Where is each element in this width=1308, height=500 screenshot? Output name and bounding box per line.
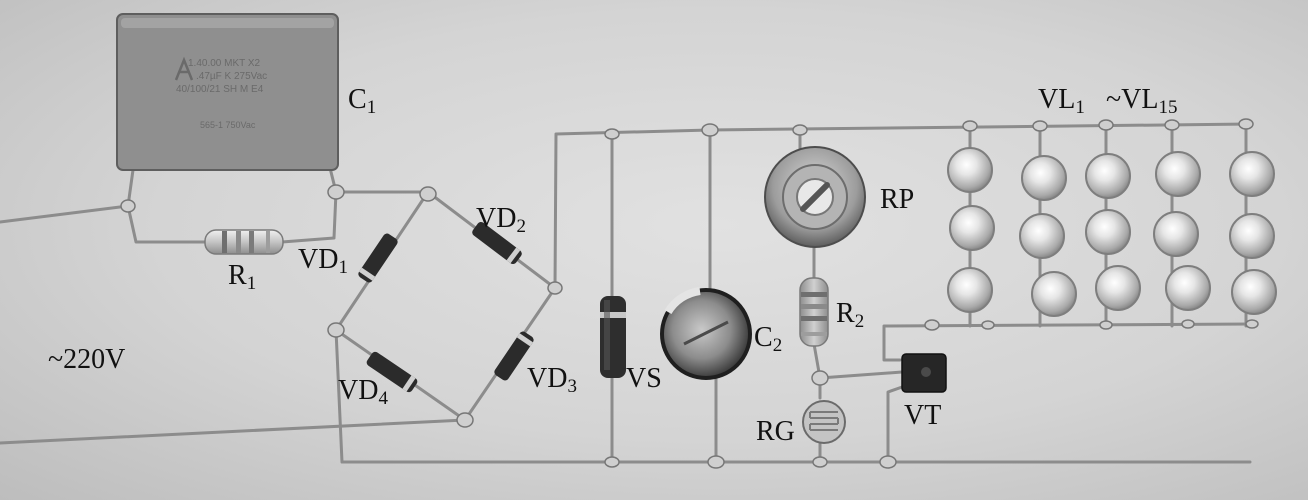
- potentiometer-rp: [764, 146, 866, 248]
- solder-joints: [120, 118, 1259, 469]
- label-rg: RG: [756, 416, 795, 447]
- resistor-r2: [799, 277, 829, 347]
- label-vl-end: ~VL15: [1106, 84, 1178, 118]
- label-c1: C1: [348, 84, 377, 118]
- capacitor-print-line2: .47µF K 275Vac: [196, 71, 268, 82]
- label-vd2: VD2: [476, 203, 526, 237]
- label-supply-voltage: ~220V: [48, 344, 126, 375]
- capacitor-print-line1: 1.40.00 MKT X2: [188, 58, 261, 69]
- label-vs: VS: [626, 363, 662, 394]
- label-r2: R2: [836, 298, 865, 332]
- capacitor-c1: [116, 13, 339, 171]
- led-array: [947, 147, 1277, 317]
- label-vd3: VD3: [527, 363, 577, 397]
- capacitor-print-line3: 40/100/21 SH M E4: [176, 84, 264, 95]
- label-vt: VT: [904, 400, 942, 431]
- diode-vd1: [358, 233, 398, 283]
- label-c2: C2: [754, 322, 783, 356]
- label-vd4: VD4: [338, 375, 388, 409]
- resistor-r1: [204, 229, 284, 255]
- transistor-vt: [901, 353, 947, 393]
- capacitor-logo-mark: [174, 56, 194, 81]
- label-r1: R1: [228, 260, 257, 294]
- diode-vd4: [366, 351, 418, 393]
- capacitor-print-line4: 565-1 750Vac: [200, 120, 256, 130]
- zener-vs: [600, 296, 626, 378]
- capacitor-c2: [660, 287, 752, 380]
- diode-vd3: [494, 331, 534, 381]
- photoresistor-rg: [802, 400, 846, 444]
- diode-vd2: [472, 221, 522, 265]
- label-rp: RP: [880, 184, 915, 215]
- label-vl-start: VL1: [1038, 84, 1085, 118]
- label-vd1: VD1: [298, 244, 348, 278]
